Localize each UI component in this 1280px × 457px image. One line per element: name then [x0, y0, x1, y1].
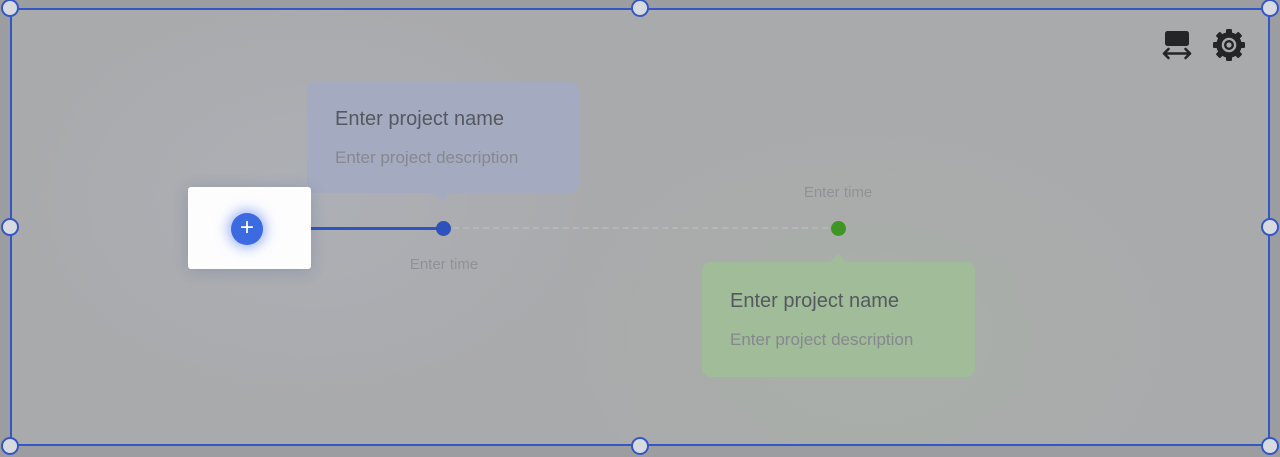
milestone-dot-blue[interactable]	[436, 221, 451, 236]
add-milestone-button[interactable]: +	[231, 213, 263, 245]
milestone-card-2[interactable]: Enter project name Enter project descrip…	[702, 254, 975, 377]
milestone-time-field-2[interactable]: Enter time	[803, 184, 873, 201]
timeline-solid-line	[249, 227, 443, 230]
gear-icon[interactable]	[1211, 27, 1247, 63]
selection-handle-bottom-center[interactable]	[631, 437, 649, 455]
milestone-dot-green[interactable]	[831, 221, 846, 236]
milestone-card-1[interactable]: Enter project name Enter project descrip…	[307, 82, 579, 201]
timeline-dashed-line	[443, 227, 838, 229]
selection-handle-left-center[interactable]	[1, 218, 19, 236]
milestone-name-field[interactable]: Enter project name	[730, 290, 899, 312]
milestone-name-field[interactable]: Enter project name	[335, 108, 504, 130]
selection-handle-bottom-left[interactable]	[1, 437, 19, 455]
milestone-time-field-1[interactable]: Enter time	[409, 256, 479, 273]
resize-width-icon[interactable]	[1161, 28, 1193, 62]
selection-handle-top-right[interactable]	[1261, 0, 1279, 17]
card-pointer-down	[434, 192, 452, 201]
milestone-description-field[interactable]: Enter project description	[730, 330, 914, 349]
selection-handle-right-center[interactable]	[1261, 218, 1279, 236]
milestone-description-field[interactable]: Enter project description	[335, 148, 519, 167]
selection-handle-bottom-right[interactable]	[1261, 437, 1279, 455]
card-pointer-up	[829, 254, 847, 263]
